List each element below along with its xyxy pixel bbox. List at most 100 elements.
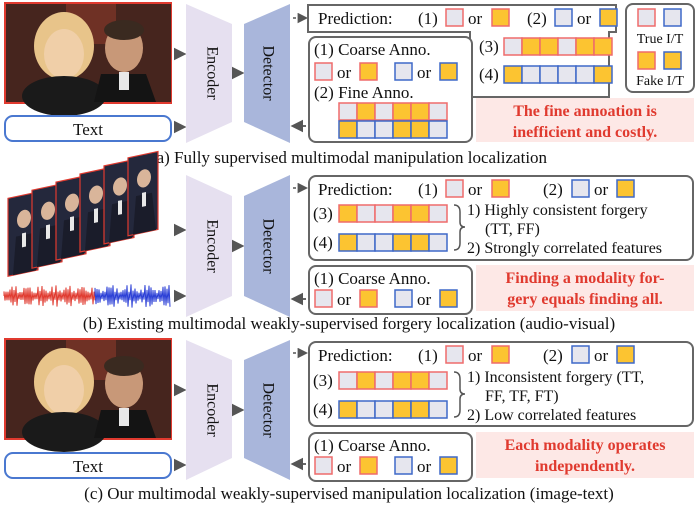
- pred-b-n2: (2): [543, 180, 563, 199]
- sequence-cell: [575, 37, 595, 56]
- sequence-cell: [374, 102, 394, 121]
- sequence-cell: [503, 37, 523, 56]
- pred-a-or2: or: [577, 9, 592, 28]
- coarse-anno-label-b: (1) Coarse Anno.: [314, 269, 431, 288]
- fake-image-cell: [491, 345, 510, 364]
- photo-of-couple: [6, 4, 171, 116]
- fine-anno-label-a: (2) Fine Anno.: [314, 83, 414, 102]
- cells-row-3-c: [338, 371, 448, 390]
- coarse-c-or2: or: [417, 457, 432, 476]
- coarse-a-or1: or: [337, 63, 352, 82]
- sequence-cell: [410, 233, 430, 252]
- caption-b: (b) Existing multimodal weakly-supervise…: [83, 314, 615, 333]
- fake-text-cell: [616, 179, 635, 198]
- sequence-cell: [356, 120, 376, 139]
- sequence-cell: [392, 400, 412, 419]
- note-bg-c: [476, 432, 694, 478]
- true-text-cell: [571, 179, 590, 198]
- sequence-cell: [503, 65, 523, 84]
- sequence-cell: [338, 371, 358, 390]
- true-image-cell: [445, 345, 464, 364]
- true-text-cell: [554, 8, 573, 27]
- coarse-fake-text-c: [439, 456, 458, 475]
- panel-a: Text Encoder Detector Prediction: (1) or…: [4, 2, 695, 167]
- coarse-true-text-b: [394, 289, 413, 308]
- legend-fake-label: Fake I/T: [636, 74, 684, 89]
- pred-a-or1: or: [468, 9, 483, 28]
- sequence-cell: [356, 102, 376, 121]
- point1b-c: FF, TF, FT): [485, 388, 559, 405]
- caption-c: (c) Our multimodal weakly-supervised man…: [84, 484, 614, 503]
- sequence-cell: [521, 65, 541, 84]
- coarse-fake-text-b: [439, 289, 458, 308]
- pred-b-or1: or: [468, 180, 483, 199]
- encoder-c: [186, 340, 232, 480]
- encoder-c-label: Encoder: [203, 383, 220, 437]
- legend-true-image: [637, 8, 656, 27]
- fine-anno-row-text: [338, 120, 448, 139]
- photo-of-couple: [6, 340, 171, 452]
- pred-c-or2: or: [594, 346, 609, 365]
- pred-b-r3: (3): [313, 204, 333, 223]
- sequence-cell: [338, 233, 358, 252]
- detector-b: [244, 175, 290, 317]
- text-input-a: [4, 115, 172, 142]
- coarse-true-image-a: [314, 62, 333, 81]
- sequence-cell: [428, 204, 448, 223]
- pred-c-r4: (4): [313, 400, 333, 419]
- pred-a-r4: (4): [479, 65, 499, 84]
- detector-a: [244, 4, 290, 143]
- fine-anno-row-image: [338, 102, 448, 121]
- cells-row-3-a: [503, 37, 613, 56]
- coarse-fake-image-c: [359, 456, 378, 475]
- true-image-cell: [445, 8, 464, 27]
- coarse-anno-label-c: (1) Coarse Anno.: [314, 436, 431, 455]
- coarse-fake-image-a: [359, 62, 378, 81]
- sequence-cell: [392, 371, 412, 390]
- sequence-cell: [338, 400, 358, 419]
- note-bg-a: [476, 98, 694, 142]
- pred-b-n1: (1): [418, 180, 438, 199]
- true-image-cell: [445, 179, 464, 198]
- sequence-cell: [374, 233, 394, 252]
- true-text-cell: [571, 345, 590, 364]
- coarse-c-or1: or: [337, 457, 352, 476]
- annotation-box-c: [308, 432, 473, 482]
- point2-c: 2) Low correlated features: [467, 407, 636, 424]
- annotation-box-b: [308, 265, 473, 315]
- cells-row-4-b: [338, 233, 448, 252]
- note-bg-b: [476, 265, 694, 311]
- prediction-label-a: Prediction:: [318, 9, 393, 28]
- cells-row-3-b: [338, 204, 448, 223]
- legend-true-label: True I/T: [637, 32, 684, 47]
- cells-row-4-c: [338, 400, 448, 419]
- pred-c-r3: (3): [313, 371, 333, 390]
- pred-b-r4: (4): [313, 233, 333, 252]
- sequence-cell: [392, 233, 412, 252]
- coarse-true-text-a: [394, 62, 413, 81]
- note-b-line1: Finding a modality for-: [506, 270, 665, 287]
- coarse-a-or2: or: [417, 63, 432, 82]
- sequence-cell: [557, 37, 577, 56]
- note-a-line1: The fine annoation is: [513, 103, 657, 120]
- brace-b: [453, 204, 466, 251]
- coarse-true-image-c: [314, 456, 333, 475]
- sequence-cell: [356, 400, 376, 419]
- legend-true-text: [663, 8, 682, 27]
- sequence-cell: [374, 204, 394, 223]
- audio-waveform-segment: [3, 285, 96, 307]
- sequence-cell: [539, 65, 559, 84]
- sequence-cell: [374, 120, 394, 139]
- pred-a-n1: (1): [418, 9, 438, 28]
- coarse-fake-image-b: [359, 289, 378, 308]
- audio-waveform: [3, 284, 171, 308]
- coarse-b-or1: or: [337, 290, 352, 309]
- sequence-cell: [575, 65, 595, 84]
- fake-text-cell: [599, 8, 618, 27]
- sequence-cell: [557, 65, 577, 84]
- sequence-cell: [392, 120, 412, 139]
- sequence-cell: [356, 371, 376, 390]
- sequence-cell: [338, 204, 358, 223]
- sequence-cell: [374, 371, 394, 390]
